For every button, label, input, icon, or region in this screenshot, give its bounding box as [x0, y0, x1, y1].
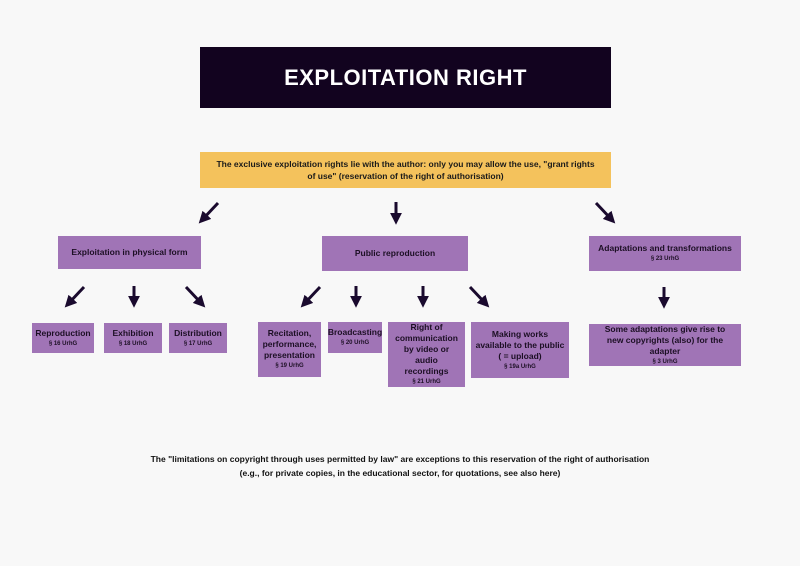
item-communication-recordings: Right of communication by video or audio… [388, 322, 465, 387]
intro-statement: The exclusive exploitation rights lie wi… [200, 152, 611, 188]
item-label: Some adaptations give rise to new copyri… [604, 323, 726, 356]
arrow-to-physical [198, 201, 220, 224]
item-broadcasting: Broadcasting § 20 UrhG [328, 322, 382, 353]
item-label: Making works available to the public ( =… [475, 328, 565, 361]
category-adaptations: Adaptations and transformations § 23 Urh… [589, 236, 741, 271]
item-new-copyrights: Some adaptations give rise to new copyri… [589, 324, 741, 366]
law-reference: § 3 UrhG [652, 358, 678, 365]
law-reference: § 20 UrhG [340, 340, 370, 346]
arrow-to-reproduction [64, 285, 86, 308]
item-label: Right of communication by video or audio… [395, 322, 458, 376]
law-reference: § 17 UrhG [183, 340, 213, 347]
law-reference: § 19 UrhG [275, 363, 304, 369]
item-distribution: Distribution § 17 UrhG [169, 323, 227, 353]
law-reference: § 18 UrhG [118, 340, 148, 347]
item-recitation: Recitation, performance, presentation § … [258, 322, 321, 377]
page-title: EXPLOITATION RIGHT [200, 47, 611, 108]
item-label: Distribution [174, 327, 222, 338]
arrow-to-distribution [184, 285, 206, 308]
item-label: Broadcasting [327, 327, 383, 337]
law-reference: § 21 UrhG [412, 379, 441, 385]
law-reference: § 16 UrhG [48, 340, 78, 347]
item-label: Recitation, performance, presentation [262, 328, 317, 360]
footnote-line: (e.g., for private copies, in the educat… [239, 468, 561, 478]
footnote: The "limitations on copyright through us… [80, 452, 720, 480]
arrow-to-adaptations [594, 201, 616, 224]
item-reproduction: Reproduction § 16 UrhG [32, 323, 94, 353]
arrow-to-making-available [468, 285, 490, 308]
category-label: Public reproduction [354, 248, 436, 258]
category-label: Exploitation in physical form [71, 247, 188, 257]
law-reference: § 23 UrhG [650, 256, 680, 262]
category-label: Adaptations and transformations [598, 243, 732, 253]
item-label: Exhibition [112, 327, 154, 338]
arrow-to-recitation [300, 285, 322, 308]
item-label: Reproduction [35, 327, 91, 338]
category-public-reproduction: Public reproduction [322, 236, 468, 271]
item-making-available: Making works available to the public ( =… [471, 322, 569, 378]
item-exhibition: Exhibition § 18 UrhG [104, 323, 162, 353]
footnote-line: The "limitations on copyright through us… [150, 454, 650, 464]
category-physical-form: Exploitation in physical form [58, 236, 201, 269]
law-reference: § 19a UrhG [504, 363, 536, 370]
